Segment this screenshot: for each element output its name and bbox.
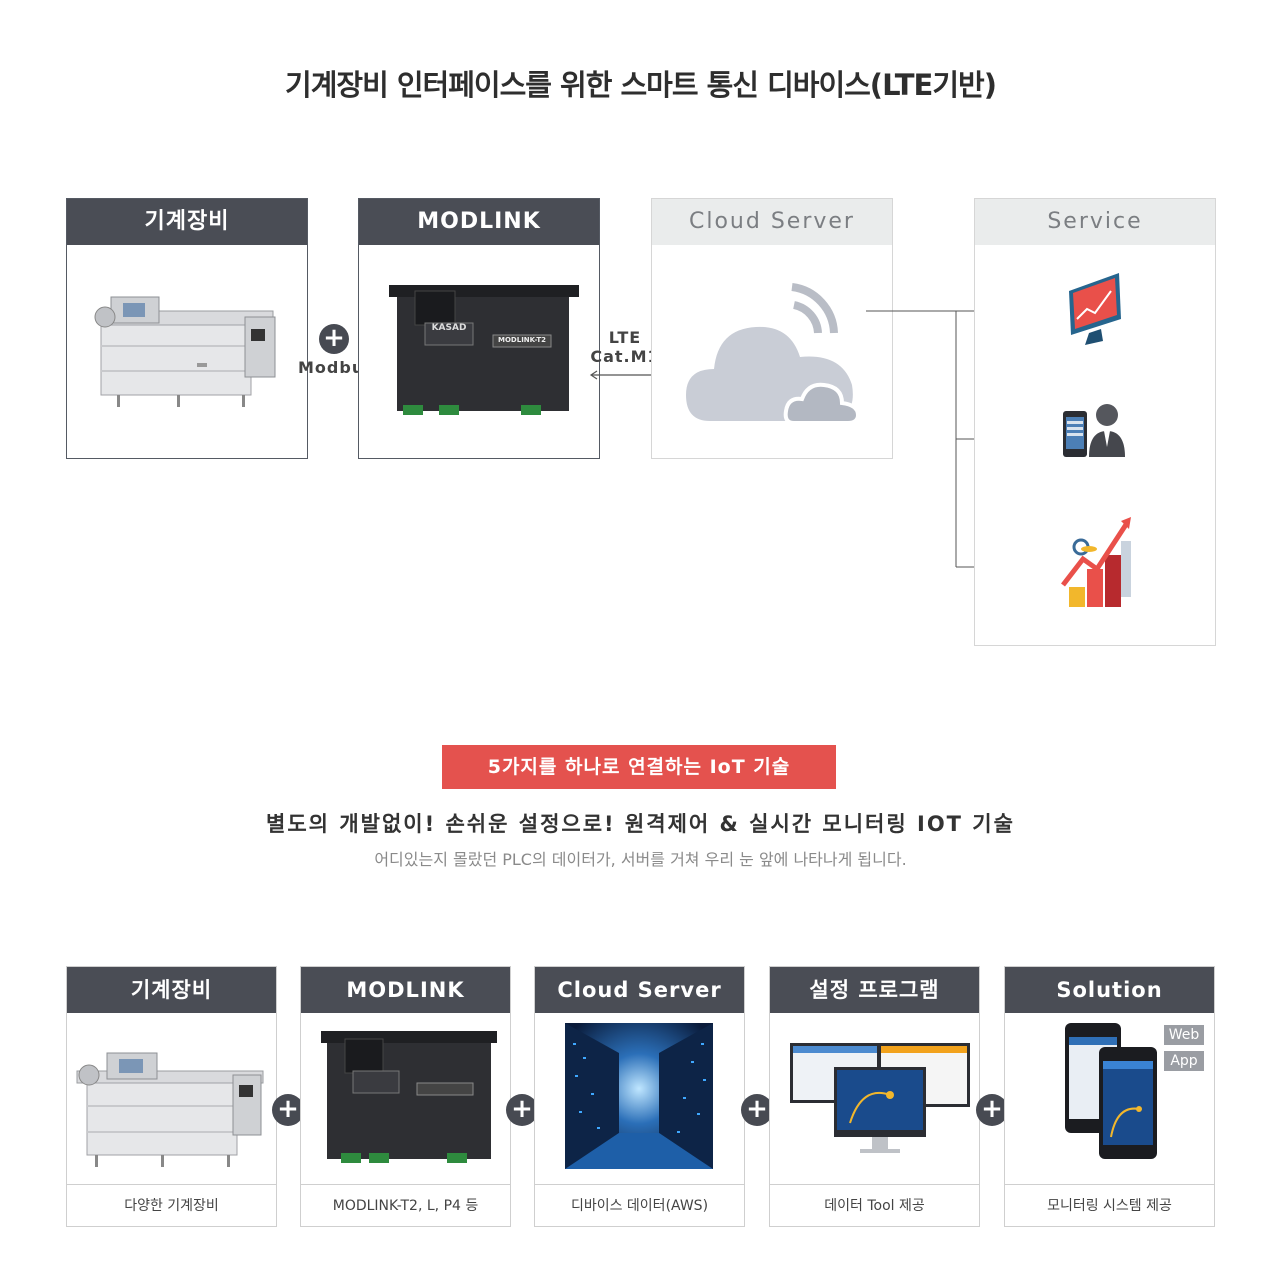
packaging-machine-image <box>94 296 276 407</box>
card-cloud-server: Cloud Server 디바이스 데이터(AWS) <box>534 966 745 1227</box>
web-tag: Web <box>1164 1025 1204 1045</box>
modbus-label: Modbus <box>298 358 375 377</box>
card-solution: Solution Web App 모니터링 시스템 제공 <box>1004 966 1215 1227</box>
plus-icon: + <box>272 1094 304 1126</box>
iot-badge: 5가지를 하나로 연결하는 IoT 기술 <box>442 745 836 789</box>
page-title: 기계장비 인터페이스를 위한 스마트 통신 디바이스(LTE기반) <box>285 68 997 102</box>
card-solution-caption: 모니터링 시스템 제공 <box>1005 1184 1214 1226</box>
card-modlink-title: MODLINK <box>301 967 510 1013</box>
card-setup-program-title: 설정 프로그램 <box>770 967 979 1013</box>
cloud-icon <box>686 283 861 425</box>
modlink-device-image <box>389 285 579 415</box>
smartphones-app-image <box>1065 1023 1157 1159</box>
modlink-box: MODLINK KASAD MODLINK-T2 <box>358 198 600 459</box>
lte-label-line2: Cat.M1 <box>590 347 660 366</box>
app-tag: App <box>1164 1051 1204 1071</box>
card-modlink-caption: MODLINK-T2, L, P4 등 <box>301 1184 510 1226</box>
modlink-device-image <box>321 1031 497 1163</box>
service-box-header: Service <box>975 199 1215 245</box>
modlink-box-header: MODLINK <box>359 199 599 245</box>
cloud-server-box-header: Cloud Server <box>652 199 892 245</box>
machine-box-header: 기계장비 <box>67 199 307 245</box>
card-setup-program-caption: 데이터 Tool 제공 <box>770 1184 979 1226</box>
plus-icon: + <box>506 1094 538 1126</box>
device-model-label: MODLINK-T2 <box>498 336 546 344</box>
headline: 별도의 개발없이! 손쉬운 설정으로! 원격제어 & 실시간 모니터링 IOT … <box>266 812 1015 836</box>
description: 어디있는지 몰랐던 PLC의 데이터가, 서버를 거쳐 우리 눈 앞에 나타나게… <box>374 850 907 869</box>
device-brand-label: KASAD <box>431 323 467 333</box>
card-cloud-server-caption: 디바이스 데이터(AWS) <box>535 1184 744 1226</box>
plus-icon: + <box>976 1094 1008 1126</box>
card-setup-program: 설정 프로그램 데이터 Tool 제공 <box>769 966 980 1227</box>
card-modlink: MODLINK MODLINK-T2, L, P4 등 <box>300 966 511 1227</box>
card-solution-title: Solution <box>1005 967 1214 1013</box>
monitors-software-image <box>790 1043 970 1153</box>
server-room-image <box>565 1023 713 1169</box>
service-box: Service <box>974 198 1216 646</box>
card-machine: 기계장비 다양한 기계장비 <box>66 966 277 1227</box>
card-machine-caption: 다양한 기계장비 <box>67 1184 276 1226</box>
card-cloud-server-title: Cloud Server <box>535 967 744 1013</box>
lte-label: LTE Cat.M1 <box>590 328 660 366</box>
cloud-server-box: Cloud Server <box>651 198 893 459</box>
bar-chart-growth-icon <box>1061 517 1131 607</box>
lte-label-line1: LTE <box>608 328 642 347</box>
machine-box: 기계장비 <box>66 198 308 459</box>
plus-icon: + <box>741 1094 773 1126</box>
card-machine-title: 기계장비 <box>67 967 276 1013</box>
packaging-machine-image <box>76 1052 264 1167</box>
monitor-chart-icon <box>1069 273 1121 345</box>
plus-icon: + <box>319 324 349 354</box>
businessman-mobile-icon <box>1063 404 1125 457</box>
